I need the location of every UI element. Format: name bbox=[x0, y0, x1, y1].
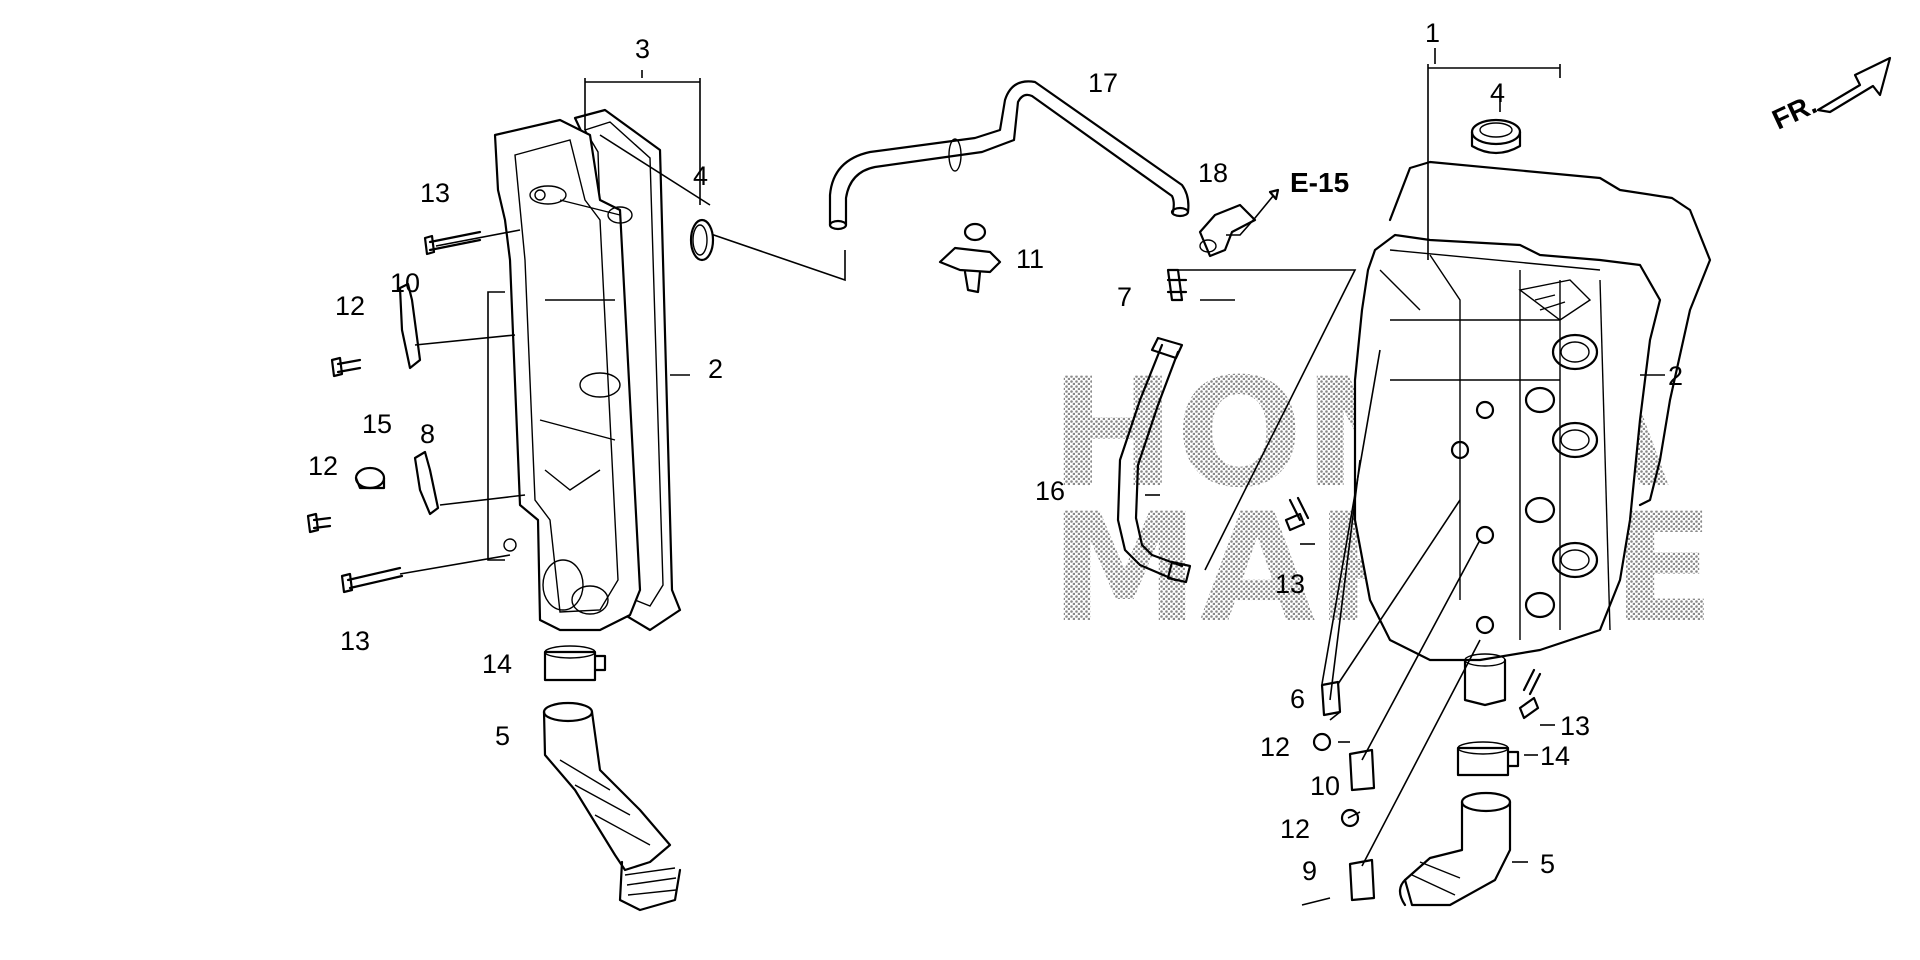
left-cover-shape bbox=[493, 118, 642, 632]
clamp-15 bbox=[354, 466, 386, 490]
callout-4-right: 4 bbox=[1490, 78, 1505, 108]
callout-13-right-bottom: 13 bbox=[1560, 711, 1590, 741]
left-cover-assembly bbox=[493, 108, 682, 632]
e15-arrowhead bbox=[1268, 188, 1280, 201]
callout-4-left: 4 bbox=[693, 161, 708, 191]
left-bolts-12 bbox=[306, 356, 362, 534]
reference-e15: E-15 bbox=[1290, 167, 1349, 198]
callout-12-left-bottom: 12 bbox=[308, 451, 338, 481]
callout-1: 1 bbox=[1425, 18, 1440, 48]
callout-13-top-left: 13 bbox=[420, 178, 450, 208]
right-cover-assembly bbox=[1353, 160, 1712, 707]
callout-14-left: 14 bbox=[482, 649, 512, 679]
right-bolts-13 bbox=[1284, 496, 1542, 720]
clip-11 bbox=[938, 222, 1002, 294]
left-bracket-10 bbox=[398, 282, 422, 370]
tube-16 bbox=[1116, 336, 1192, 584]
callout-10-left: 10 bbox=[390, 268, 420, 298]
intake-tube-5-left bbox=[542, 701, 682, 912]
callout-18: 18 bbox=[1198, 158, 1228, 188]
callout-17: 17 bbox=[1088, 68, 1118, 98]
bracket-8 bbox=[413, 450, 440, 516]
callout-11: 11 bbox=[1016, 244, 1044, 274]
callout-5-right: 5 bbox=[1540, 849, 1555, 879]
tube-18 bbox=[1198, 203, 1257, 258]
callout-13-bottom-left: 13 bbox=[340, 626, 370, 656]
callout-12-right-top: 12 bbox=[1260, 732, 1290, 762]
callout-10-right: 10 bbox=[1310, 771, 1340, 801]
callout-9: 9 bbox=[1302, 856, 1317, 886]
callout-2-left: 2 bbox=[708, 354, 723, 384]
callout-7: 7 bbox=[1117, 282, 1132, 312]
front-direction-arrow bbox=[1816, 56, 1892, 114]
callout-2-right: 2 bbox=[1668, 361, 1683, 391]
grommet-4-left bbox=[689, 218, 715, 262]
callout-12-right-bottom: 12 bbox=[1280, 814, 1310, 844]
intake-tube-5-right bbox=[1398, 791, 1512, 907]
grommet-4-right bbox=[1470, 118, 1522, 155]
right-leaders bbox=[1145, 48, 1665, 906]
callout-16: 16 bbox=[1035, 476, 1065, 506]
joint-7 bbox=[1166, 268, 1188, 302]
callouts: 3 4 13 10 12 2 15 8 12 13 14 5 17 11 18 … bbox=[308, 18, 1683, 886]
left-bolts-13 bbox=[340, 230, 482, 594]
direction-label: FR. bbox=[1767, 88, 1821, 135]
callout-12-left-top: 12 bbox=[335, 291, 365, 321]
callout-13-right-mid: 13 bbox=[1275, 569, 1305, 599]
band-14-left bbox=[543, 645, 607, 682]
band-14-right bbox=[1456, 741, 1520, 777]
callout-8: 8 bbox=[420, 419, 435, 449]
left-leaders bbox=[399, 70, 846, 575]
callout-15: 15 bbox=[362, 409, 392, 439]
callout-3: 3 bbox=[635, 34, 650, 64]
callout-5-left: 5 bbox=[495, 721, 510, 751]
tube-17 bbox=[828, 80, 1190, 231]
callout-14-right: 14 bbox=[1540, 741, 1570, 771]
callout-6: 6 bbox=[1290, 684, 1305, 714]
e15-arrow bbox=[1226, 189, 1279, 236]
